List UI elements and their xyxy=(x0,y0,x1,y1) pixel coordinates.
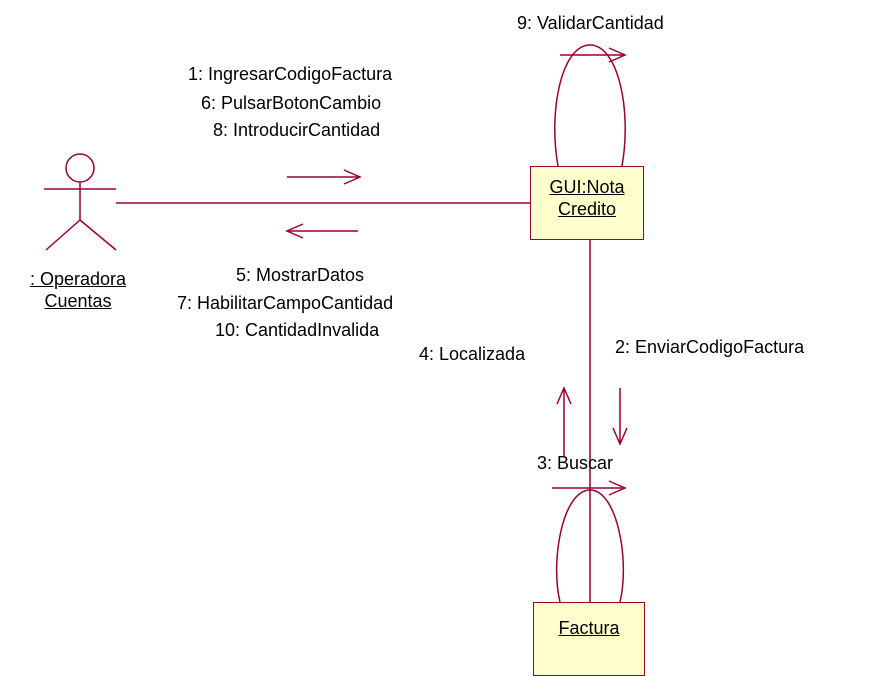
object-factura-label: Factura xyxy=(558,618,620,638)
arrow-msg-1-6-8-head xyxy=(343,169,362,185)
msg-3-label: 3: Buscar xyxy=(537,453,614,473)
actor-operadora-cuentas[interactable]: : Operadora Cuentas xyxy=(4,268,152,312)
object-factura[interactable]: Factura xyxy=(533,602,645,676)
msg-10-label: 10: CantidadInvalida xyxy=(215,320,380,340)
arrow-msg-5-7-10-head xyxy=(285,223,304,239)
msg-1-label: 1: IngresarCodigoFactura xyxy=(188,64,393,84)
msg-4-label: 4: Localizada xyxy=(419,344,526,364)
actor-head xyxy=(65,153,95,183)
msg-2-label: 2: EnviarCodigoFactura xyxy=(615,337,805,357)
object-gui-line1: GUI:Nota xyxy=(549,177,625,197)
msg-9-label: 9: ValidarCantidad xyxy=(517,13,664,33)
actor-name-line1: : Operadora xyxy=(29,269,127,289)
arrow-msg-4-head xyxy=(556,386,572,405)
actor-leg-right xyxy=(79,219,117,251)
msg-5-label: 5: MostrarDatos xyxy=(236,265,365,285)
arrow-msg-3-head xyxy=(608,480,627,496)
msg-8-label: 8: IntroducirCantidad xyxy=(213,120,381,140)
msg-6-label: 6: PulsarBotonCambio xyxy=(201,93,382,113)
actor-leg-left xyxy=(45,219,81,251)
arrow-msg-2-head xyxy=(612,427,628,446)
actor-name-line2: Cuentas xyxy=(44,291,112,311)
msg-7-label: 7: HabilitarCampoCantidad xyxy=(177,293,394,313)
self-loop-gui xyxy=(554,44,626,167)
arrow-msg-9-head xyxy=(608,47,627,63)
object-gui-line2: Credito xyxy=(557,199,617,219)
object-gui-nota-credito[interactable]: GUI:Nota Credito xyxy=(530,166,644,240)
